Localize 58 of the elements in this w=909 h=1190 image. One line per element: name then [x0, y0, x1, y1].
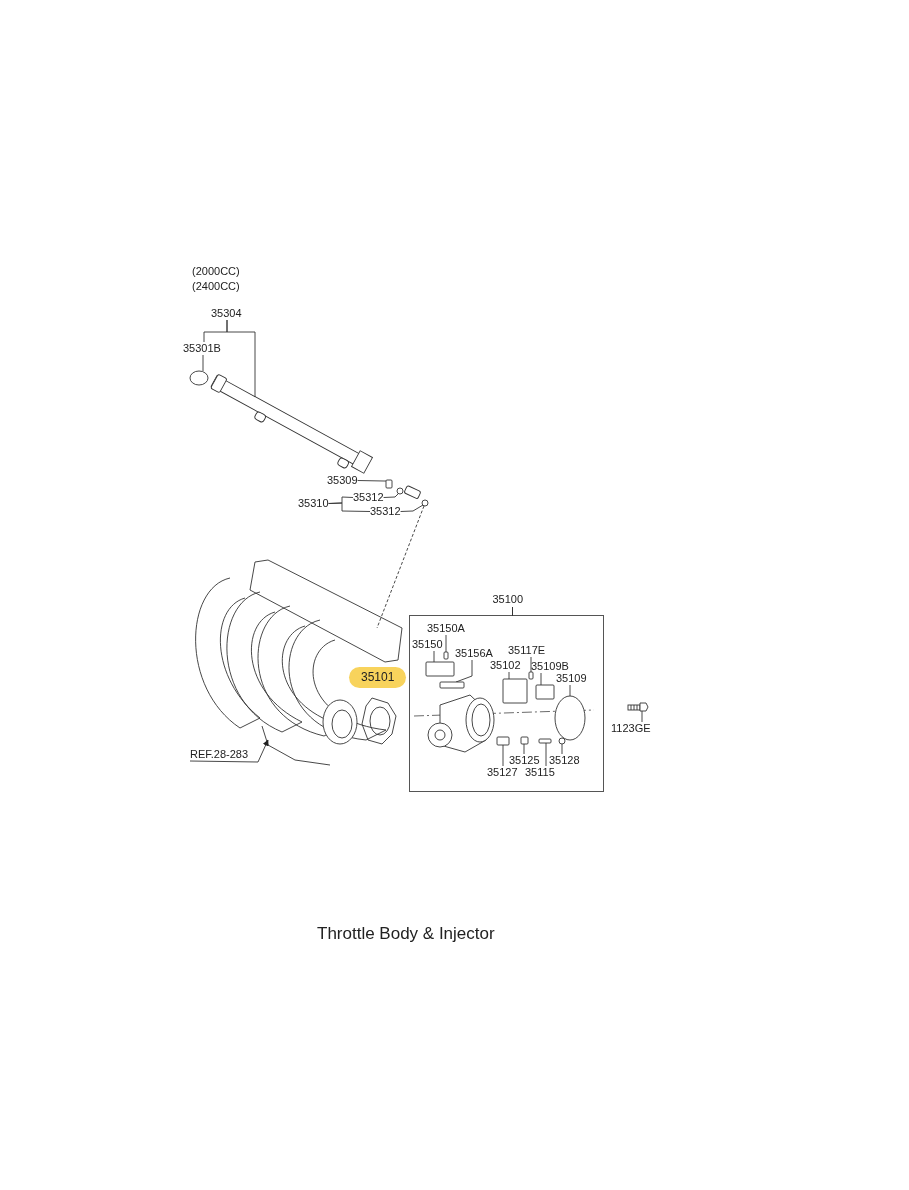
fuel-rail-drawing: [210, 373, 373, 474]
leader-line: [561, 743, 563, 755]
callout-number: 35109: [556, 672, 587, 685]
bolt-drawing: [627, 702, 649, 712]
o-ring-drawing: [396, 487, 404, 495]
callout-number: 35312: [370, 505, 401, 518]
callout-number: 1123GE: [611, 722, 651, 735]
plug-drawing: [496, 736, 510, 746]
callout-number: 35102: [490, 659, 521, 672]
screw-drawing: [443, 651, 449, 660]
leader-line: [433, 650, 435, 663]
callout-number: 35100: [492, 593, 524, 606]
callout-number: 35150A: [427, 622, 465, 635]
sensor-drawing: [502, 678, 528, 704]
engine-variant-note: (2400CC): [192, 279, 240, 293]
sensor-drawing: [425, 661, 455, 677]
gasket-drawing: [554, 695, 586, 741]
callout-number: 35312: [353, 491, 384, 504]
leader-line: [328, 502, 371, 512]
callout-number: 35128: [549, 754, 580, 767]
leader-line: [445, 634, 447, 653]
leader-line: [540, 672, 542, 686]
callout-number: 35117E: [508, 644, 546, 657]
leader-line: [357, 480, 387, 482]
callout-number: 35125: [509, 754, 540, 767]
callout-number: 35150: [412, 638, 443, 651]
leader-line: [530, 656, 532, 673]
cover-drawing: [535, 684, 555, 700]
leader-line: [569, 684, 571, 697]
callout-number: 35304: [211, 307, 242, 320]
gasket-drawing: [439, 681, 465, 689]
callout-number: 35109B: [531, 660, 569, 673]
engine-variant-note: (2000CC): [192, 264, 240, 278]
leader-line: [523, 743, 525, 755]
leader-line: [202, 354, 204, 372]
leader-line: [455, 659, 473, 683]
callout-number: 35115: [525, 766, 555, 779]
cap-drawing: [189, 370, 209, 386]
washer-drawing: [558, 737, 566, 745]
screw-drawing: [528, 671, 534, 680]
leader-line: [641, 710, 643, 723]
leader-line: [400, 504, 424, 512]
screw-drawing: [538, 738, 552, 744]
leader-line: [376, 505, 425, 629]
callout-number: 35309: [327, 474, 358, 487]
caption: Throttle Body & Injector: [317, 924, 495, 944]
leader-line: [545, 742, 547, 767]
callout-number: 35127: [487, 766, 518, 779]
clip-drawing: [385, 479, 393, 489]
spring-drawing: [520, 736, 529, 745]
leader-line: [383, 493, 399, 498]
callout-number: 35156A: [455, 647, 493, 660]
callout-number: 35310: [298, 497, 329, 510]
o-ring-drawing: [421, 499, 429, 507]
callout-number: 35301B: [183, 342, 221, 355]
callout-number: REF.28-283: [190, 748, 249, 761]
leader-line: [502, 744, 504, 767]
leader-line: [203, 319, 228, 343]
